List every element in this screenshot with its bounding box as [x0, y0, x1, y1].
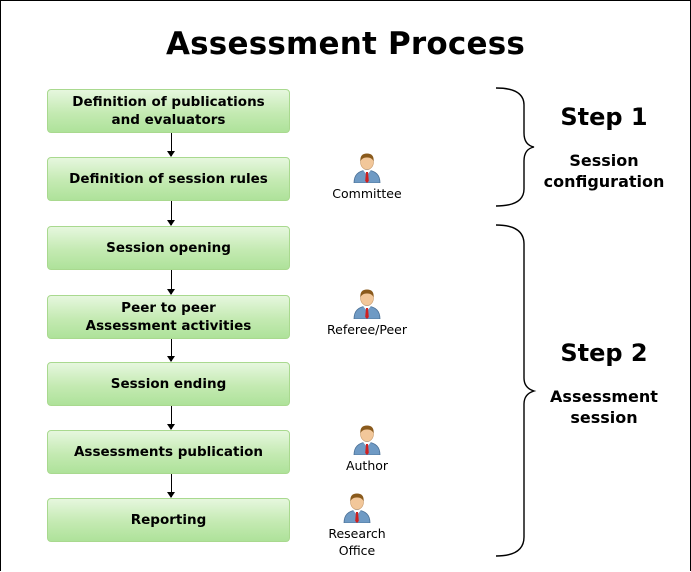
page-title: Assessment Process [165, 26, 526, 62]
person-icon [343, 493, 371, 523]
actor-label: Committee [332, 186, 402, 201]
flow-arrow [167, 201, 175, 226]
actor-author: Author [317, 423, 417, 474]
flow-arrow [167, 270, 175, 295]
person-icon [353, 289, 381, 319]
flow-arrow [167, 339, 175, 362]
step2-brace [495, 224, 537, 557]
flow-arrow [167, 474, 175, 498]
actor-label: Referee/Peer [327, 322, 407, 337]
actor-label: Research Office [328, 526, 386, 558]
flow-arrow [167, 133, 175, 157]
actor-label: Author [345, 458, 389, 473]
actor-research-office: Research Office [307, 491, 407, 559]
process-step-publications-evaluators: Definition of publications and evaluator… [47, 89, 290, 133]
process-step-reporting: Reporting [47, 498, 290, 542]
step1-title: Step 1 [560, 103, 648, 131]
process-step-assessments-publication: Assessments publication [47, 430, 290, 474]
step1-brace [495, 87, 535, 207]
flow-arrow [167, 406, 175, 430]
step2-description: Assessment session [550, 387, 658, 427]
process-step-session-opening: Session opening [47, 226, 290, 270]
step2-title: Step 2 [560, 339, 648, 367]
process-step-session-ending: Session ending [47, 362, 290, 406]
person-icon [353, 153, 381, 183]
step1-description: Session configuration [543, 151, 665, 191]
process-step-session-rules: Definition of session rules [47, 157, 290, 201]
actor-committee: Committee [317, 151, 417, 202]
person-icon [353, 425, 381, 455]
process-step-peer-assessment: Peer to peer Assessment activities [47, 295, 290, 339]
actor-referee-peer: Referee/Peer [317, 287, 417, 338]
